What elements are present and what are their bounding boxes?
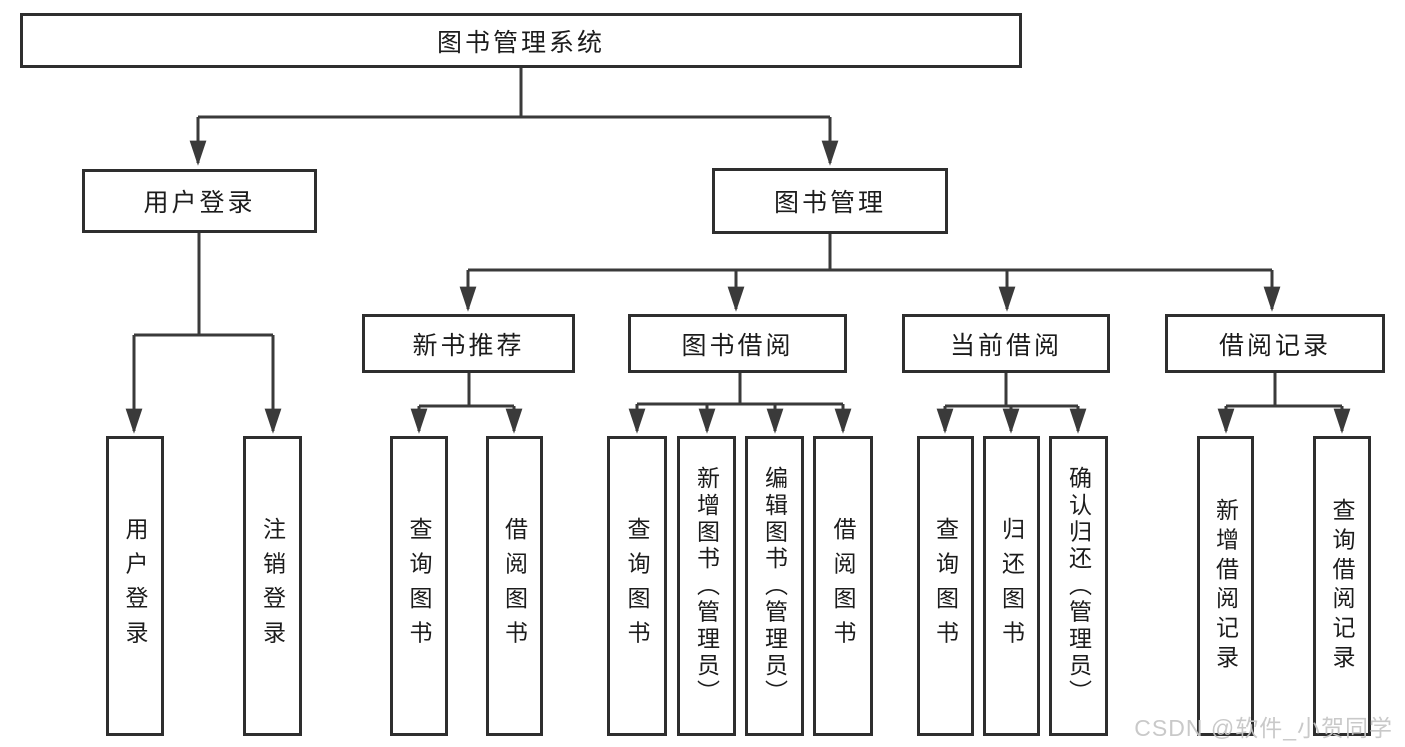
leaf-borrowing-query-books: 查询图书 xyxy=(607,436,667,736)
leaf-records-add-record-label: 新增借阅记录 xyxy=(1212,497,1239,675)
node-book-borrowing-label: 图书借阅 xyxy=(681,331,794,360)
leaf-recommend-query-books: 查询图书 xyxy=(390,436,448,736)
leaf-recommend-borrow-books: 借阅图书 xyxy=(486,436,543,736)
connector-recommendation xyxy=(410,373,523,434)
connector-records xyxy=(1217,373,1351,434)
node-book-borrowing: 图书借阅 xyxy=(628,314,847,373)
leaf-borrowing-add-books-admin-label: 新增图书（管理员） xyxy=(693,465,720,707)
node-new-book-recommendation-label: 新书推荐 xyxy=(412,331,525,360)
node-root-label: 图书管理系统 xyxy=(436,28,605,57)
leaf-current-confirm-return-admin: 确认归还（管理员） xyxy=(1049,436,1108,736)
connector-root xyxy=(189,68,839,166)
leaf-borrowing-borrow-books-label: 借阅图书 xyxy=(830,517,856,655)
node-user-login-label: 用户登录 xyxy=(143,189,256,217)
leaf-logout: 注销登录 xyxy=(243,436,302,736)
node-current-borrowing-label: 当前借阅 xyxy=(949,331,1062,360)
leaf-recommend-query-books-label: 查询图书 xyxy=(406,517,432,655)
leaf-borrowing-borrow-books: 借阅图书 xyxy=(813,436,873,736)
leaf-logout-label: 注销登录 xyxy=(259,517,286,655)
leaf-user-login-label: 用户登录 xyxy=(122,517,148,655)
leaf-borrowing-query-books-label: 查询图书 xyxy=(624,517,650,655)
node-borrowing-records-label: 借阅记录 xyxy=(1218,331,1331,360)
node-new-book-recommendation: 新书推荐 xyxy=(362,314,575,373)
node-borrowing-records: 借阅记录 xyxy=(1165,314,1385,373)
connector-borrowing xyxy=(628,373,852,434)
csdn-watermark: CSDN @软件_小贺同学 xyxy=(1134,715,1393,741)
node-root: 图书管理系统 xyxy=(20,13,1022,68)
leaf-current-return-books-label: 归还图书 xyxy=(998,517,1025,655)
leaf-current-confirm-return-admin-label: 确认归还（管理员） xyxy=(1065,465,1092,707)
leaf-records-add-record: 新增借阅记录 xyxy=(1197,436,1254,736)
leaf-borrowing-edit-books-admin-label: 编辑图书（管理员） xyxy=(761,465,788,707)
leaf-current-query-books: 查询图书 xyxy=(917,436,974,736)
connector-current xyxy=(936,373,1087,434)
node-user-login: 用户登录 xyxy=(82,169,317,233)
leaf-current-query-books-label: 查询图书 xyxy=(932,517,959,655)
leaf-borrowing-add-books-admin: 新增图书（管理员） xyxy=(677,436,736,736)
node-book-management: 图书管理 xyxy=(712,168,948,234)
connector-book-management xyxy=(459,234,1281,312)
node-current-borrowing: 当前借阅 xyxy=(902,314,1110,373)
leaf-current-return-books: 归还图书 xyxy=(983,436,1040,736)
leaf-records-query-record: 查询借阅记录 xyxy=(1313,436,1371,736)
node-book-management-label: 图书管理 xyxy=(773,189,886,217)
leaf-records-query-record-label: 查询借阅记录 xyxy=(1329,497,1355,675)
leaf-recommend-borrow-books-label: 借阅图书 xyxy=(501,517,528,655)
connector-user-login xyxy=(125,233,282,434)
leaf-user-login: 用户登录 xyxy=(106,436,164,736)
leaf-borrowing-edit-books-admin: 编辑图书（管理员） xyxy=(745,436,804,736)
